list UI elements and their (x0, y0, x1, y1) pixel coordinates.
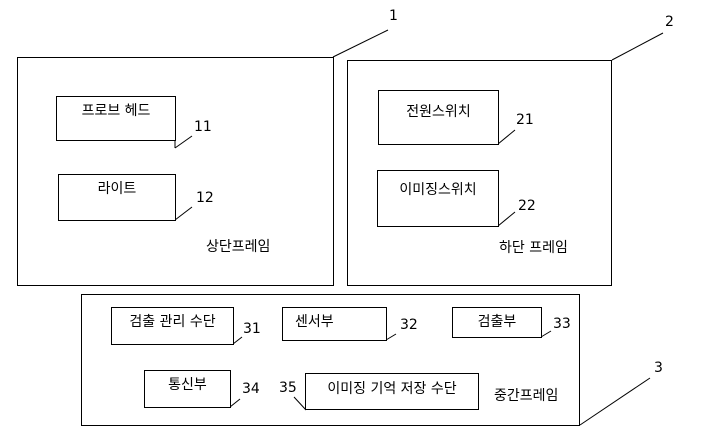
detection-unit-number: 33 (553, 316, 571, 332)
probe-head-box: 프로브 헤드 (56, 96, 176, 141)
light-number: 12 (196, 190, 214, 206)
detection-manager-number: 31 (243, 321, 261, 337)
detection-unit-box: 검출부 (452, 307, 542, 338)
image-storage-label: 이미징 기억 저장 수단 (327, 381, 456, 397)
communication-unit-label: 통신부 (168, 377, 207, 393)
sensor-unit-box: 센서부 (282, 307, 387, 341)
image-storage-box: 이미징 기억 저장 수단 (305, 373, 479, 410)
light-label: 라이트 (98, 181, 137, 197)
imaging-switch-box: 이미징스위치 (377, 170, 499, 227)
leader-line-1 (333, 30, 388, 57)
imaging-switch-label: 이미징스위치 (399, 182, 476, 198)
probe-head-label: 프로브 헤드 (82, 103, 151, 119)
frame-number-lower: 2 (665, 14, 674, 30)
detection-manager-box: 검출 관리 수단 (111, 307, 234, 345)
upper-frame (17, 57, 334, 286)
light-box: 라이트 (58, 174, 176, 221)
frame-number-upper: 1 (389, 8, 398, 24)
image-storage-number: 35 (279, 380, 297, 396)
frame-number-middle: 3 (654, 360, 663, 376)
detection-unit-label: 검출부 (478, 314, 517, 330)
imaging-switch-number: 22 (518, 198, 536, 214)
communication-unit-box: 통신부 (144, 370, 231, 408)
sensor-unit-label: 센서부 (295, 314, 334, 330)
lower-frame-label: 하단 프레임 (499, 237, 568, 257)
power-switch-number: 21 (516, 112, 534, 128)
middle-frame-label: 중간프레임 (494, 385, 558, 405)
upper-frame-label: 상단프레임 (206, 236, 270, 256)
sensor-unit-number: 32 (400, 317, 418, 333)
leader-line-2 (612, 33, 663, 60)
probe-head-number: 11 (194, 119, 212, 135)
power-switch-box: 전원스위치 (378, 90, 499, 145)
power-switch-label: 전원스위치 (406, 104, 470, 120)
communication-unit-number: 34 (242, 381, 260, 397)
detection-manager-label: 검출 관리 수단 (129, 314, 215, 330)
leader-line-3 (580, 378, 650, 425)
